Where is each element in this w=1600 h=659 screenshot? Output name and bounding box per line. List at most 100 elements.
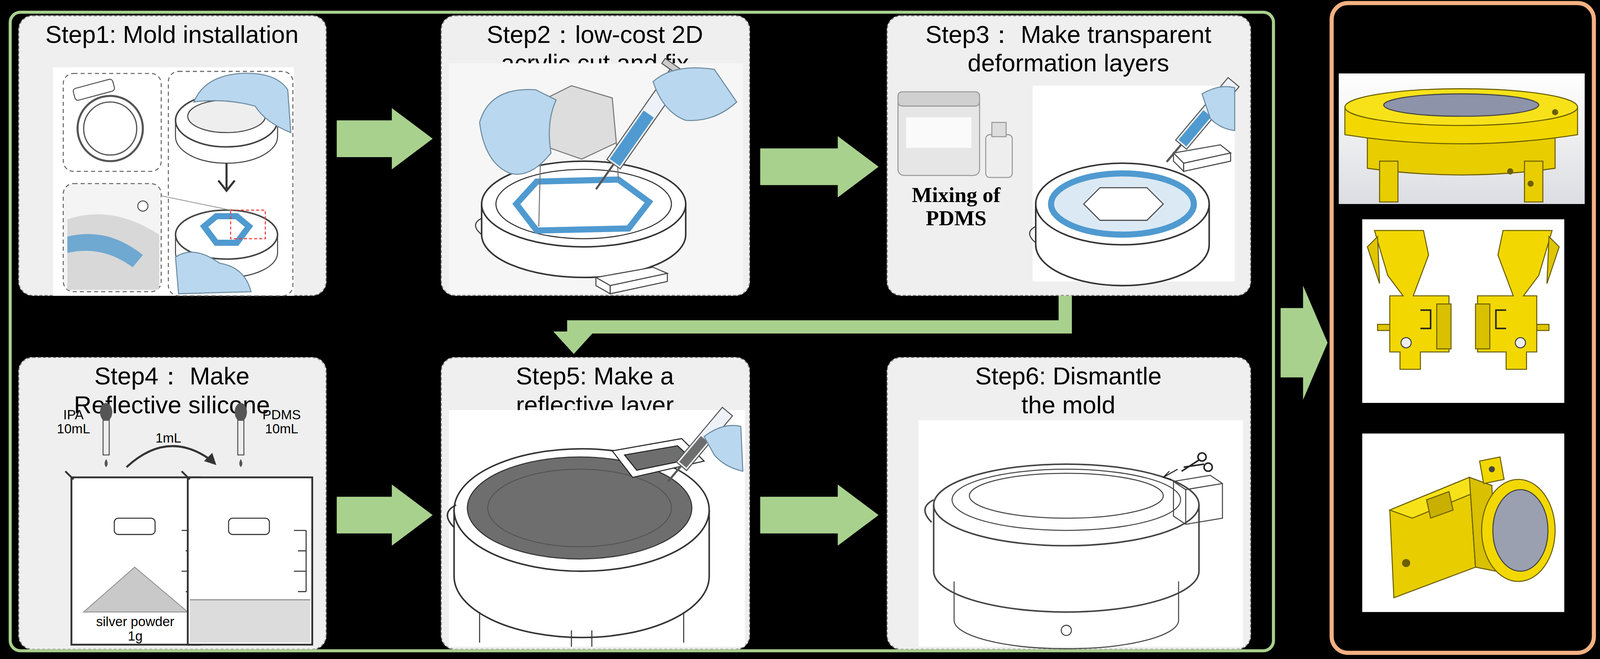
reflective-layer-art-part-part [668, 465, 682, 482]
acrylic-cut-art-part [653, 67, 738, 121]
pdms-layer-art-part-part [1178, 110, 1212, 147]
flow-arrow [553, 295, 1066, 355]
annotation-label: silver powder 1g [91, 615, 179, 645]
dismantle-art-part [953, 581, 1179, 649]
sensor-parts-art-part-part [1547, 236, 1560, 284]
acrylic-cut-art-part [496, 169, 672, 239]
reflective-silicone-art-part [189, 599, 310, 643]
reflective-silicone-art-part [99, 403, 113, 422]
pdms-layer-art-part [1083, 187, 1163, 221]
flow-arrow [760, 484, 879, 547]
reflective-silicone-art-part [83, 567, 189, 613]
reflective-silicone-art-part [71, 477, 201, 645]
output-panel-part [1331, 3, 1594, 654]
sensor-parts-art-part [1344, 88, 1578, 126]
sensor-parts-art-part [1362, 219, 1565, 404]
sensor-parts-art-part-part [1377, 324, 1390, 331]
dismantle-art [918, 420, 1243, 649]
pdms-layer-art-part-part [1166, 144, 1181, 163]
reflective-silicone-art-part [187, 477, 312, 645]
dismantle-art-part [1197, 453, 1206, 462]
sensor-parts-art-part-part [1495, 310, 1506, 329]
reflective-silicone-art-part [234, 403, 248, 422]
dismantle-art-part [1163, 469, 1178, 480]
acrylic-cut-art-part-part [609, 110, 655, 167]
sensor-parts-art-part-part [1515, 337, 1526, 348]
dismantle-art-part [1204, 463, 1213, 472]
output-arrow-part [1280, 285, 1328, 401]
step-title: Step6: Dismantle the mold [967, 362, 1170, 419]
output-arrow [1280, 285, 1328, 401]
mold-installation-art-part [72, 78, 116, 102]
sensor-parts-art-part [1401, 558, 1410, 568]
dismantle-art-part [1173, 481, 1186, 490]
outer-frame [10, 12, 1274, 652]
pdms-layer-art-part [906, 117, 972, 148]
sensor-parts-art-part [1362, 433, 1565, 612]
mold-installation-art-part [161, 196, 231, 211]
mold-installation-art-part [193, 73, 291, 133]
sensor-parts-art [1338, 73, 1585, 613]
sensor-parts-art-part [1488, 466, 1495, 473]
dismantle-art-part [933, 505, 1199, 613]
sensor-parts-art-part-part [1401, 337, 1412, 348]
dismantle-art-part [925, 500, 934, 523]
step-title: Step5: Make a reflective layer [487, 362, 702, 419]
reflective-layer-art-part [704, 425, 744, 472]
sensor-parts-art-part-part [1536, 324, 1550, 331]
sensor-parts-art-part [1551, 109, 1558, 116]
flow-arrow [336, 108, 433, 170]
block-arrow [760, 136, 879, 198]
dismantle-art-part [951, 469, 1181, 531]
sensor-parts-art-part [1479, 457, 1505, 484]
acrylic-cut-art-part [479, 89, 557, 175]
mold-installation-art-part [218, 163, 235, 191]
output-panel [1331, 3, 1594, 654]
sensor-parts-art-part-part [1475, 303, 1491, 349]
mold-installation-art-part [83, 101, 137, 155]
sensor-parts-art-part [1524, 161, 1544, 203]
mold-installation-art-part [168, 71, 293, 296]
sensor-parts-art-part [1426, 492, 1453, 519]
dismantle-art-part [1173, 475, 1223, 525]
sensor-parts-art-part [1383, 93, 1540, 117]
mold-installation-art-part [230, 210, 266, 239]
pdms-layer-art-part [991, 122, 1007, 137]
acrylic-cut-art [449, 58, 744, 294]
reflective-layer-art [447, 407, 746, 647]
sensor-parts-art-part-part [1420, 310, 1431, 329]
dismantle-art-part [1181, 460, 1205, 472]
sensor-parts-art-part [1492, 489, 1548, 572]
reflective-layer-art-part-part [679, 436, 709, 468]
mold-installation-art-part [204, 216, 250, 243]
reflective-silicone-art-part [103, 420, 110, 456]
pdms-layer-art-part [1035, 163, 1210, 246]
sensor-parts-art-part-part [1367, 236, 1380, 284]
reflective-silicone-art-part [293, 530, 307, 592]
pdms-layer-art-part [1161, 77, 1240, 167]
acrylic-cut-art-part [475, 218, 482, 235]
dismantle-art-part [918, 420, 1243, 647]
pdms-layer-art-part [985, 134, 1013, 178]
sensor-parts-art-part [1506, 168, 1513, 175]
block-arrow [760, 484, 879, 547]
mold-installation-art-part [63, 73, 162, 172]
dismantle-art-part [1185, 483, 1223, 525]
sensor-parts-art-part-part [1436, 303, 1452, 349]
pdms-layer-art-part [1051, 173, 1194, 235]
annotation-label: 1mL [147, 431, 189, 446]
block-arrow [336, 108, 433, 170]
acrylic-cut-art-part-part [595, 164, 614, 190]
sensor-parts-art-part [1527, 180, 1534, 187]
reflective-silicone-art-part [114, 518, 156, 535]
acrylic-cut-art-part [449, 63, 744, 294]
flow-arrow-line [573, 295, 1066, 334]
reflective-layer-art-part [479, 612, 684, 648]
flow-arrow [760, 136, 879, 198]
pdms-layer-art-part-part [1175, 77, 1240, 150]
acrylic-cut-art-part [595, 277, 611, 294]
step-title: Step3： Make transparent deformation laye… [892, 20, 1245, 77]
pdms-layer-art-part [897, 97, 980, 176]
